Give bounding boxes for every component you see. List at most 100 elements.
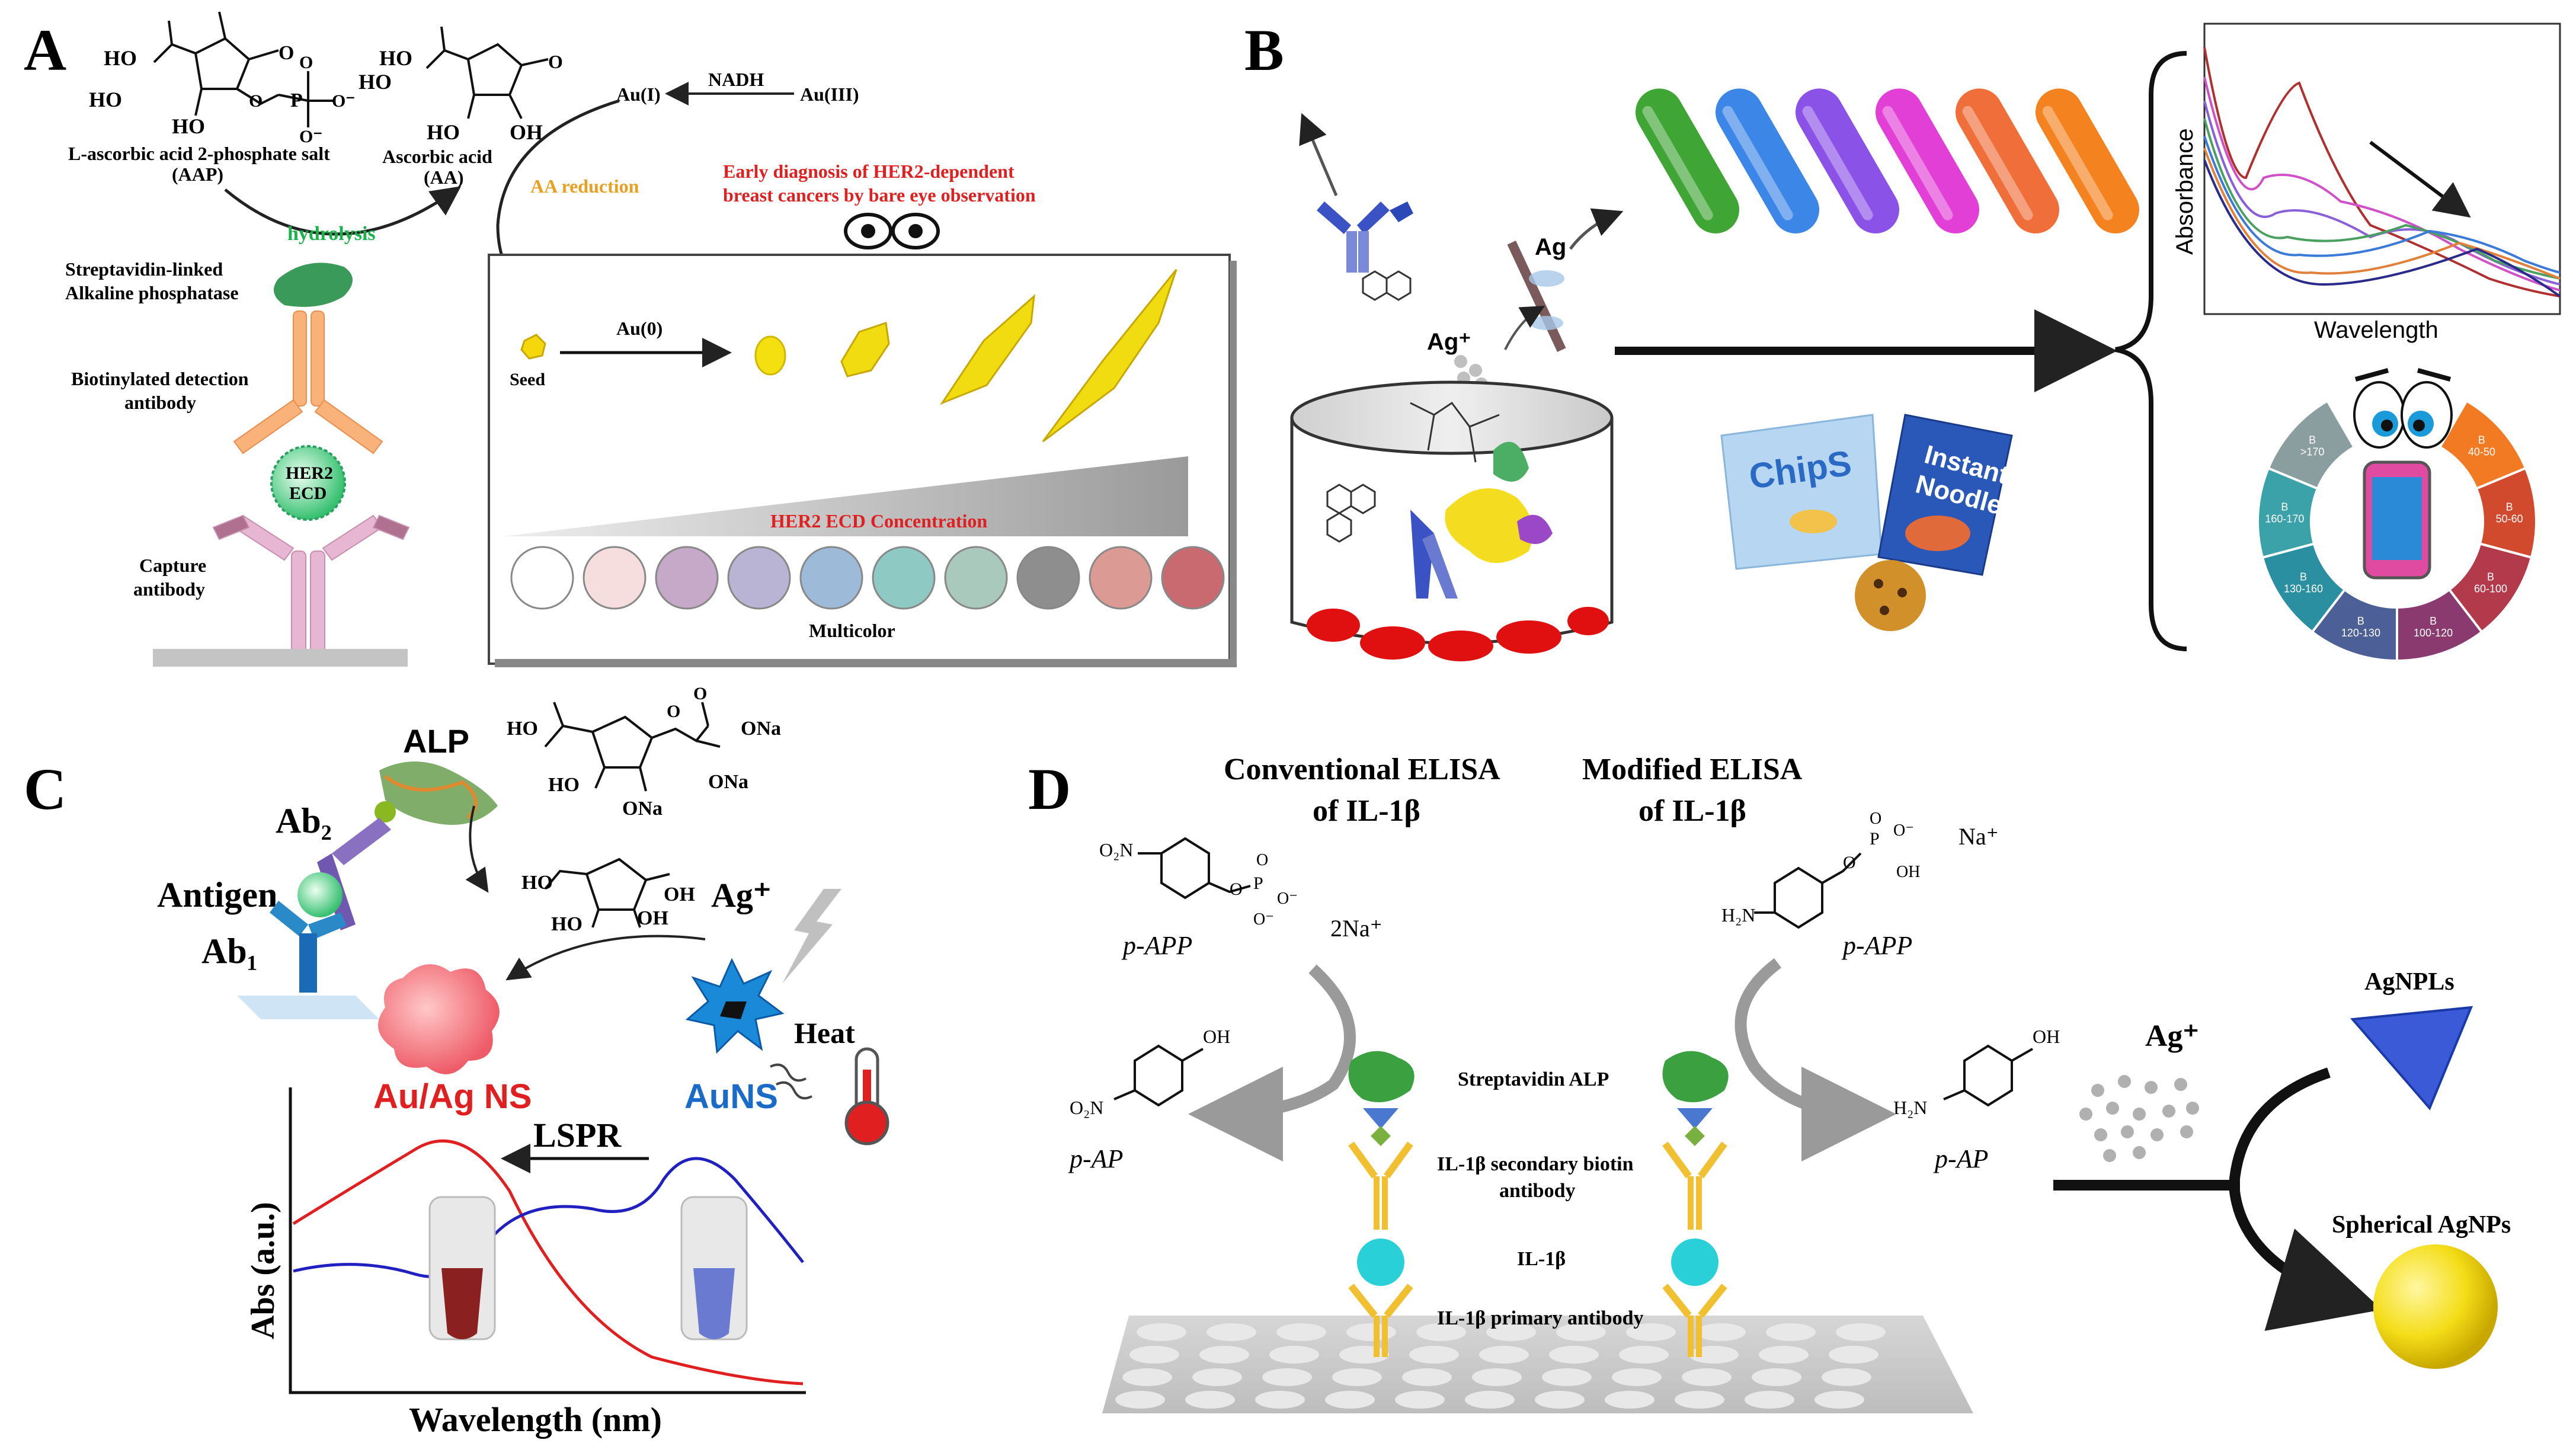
well: [1759, 1346, 1809, 1364]
aap-label-1: L-ascorbic acid 2-phosphate salt: [68, 143, 330, 164]
well: [1479, 1346, 1529, 1364]
well: [1207, 1323, 1256, 1341]
svg-text:HO: HO: [379, 46, 412, 70]
capture-label-1: Capture: [139, 555, 206, 576]
svg-text:OH: OH: [2033, 1026, 2060, 1047]
agnpls-label: AgNPLs: [2364, 968, 2454, 996]
capture-label-2: antibody: [133, 578, 205, 600]
svg-text:HO: HO: [551, 913, 583, 935]
panel-b: B Ag Ag⁺: [1244, 17, 2561, 663]
aap-ho-1: HO: [104, 46, 137, 70]
curly-brace: [2115, 51, 2187, 651]
svg-text:HO: HO: [359, 70, 392, 94]
svg-text:OH: OH: [1203, 1026, 1230, 1047]
ascorbic-acid-c: [544, 857, 670, 928]
heat-label: Heat: [794, 1016, 855, 1049]
svg-text:O: O: [548, 51, 563, 72]
panel-d: D Conventional ELISA of IL-1β Modified E…: [1028, 753, 2511, 1413]
aa-reduction-label: AA reduction: [530, 175, 639, 197]
red-vial: [428, 1196, 496, 1340]
mod-title-2: of IL-1β: [1638, 794, 1746, 828]
svg-text:O⁻: O⁻: [1277, 889, 1298, 908]
nanorod: [1716, 88, 1819, 233]
early-label-2: breast cancers by bare eye observation: [723, 184, 1036, 206]
ag-ions-d: [2079, 1075, 2199, 1162]
mod-title-1: Modified ELISA: [1582, 753, 1803, 786]
chips-package: ChipS: [1720, 414, 1883, 570]
aap-ho-2: HO: [89, 88, 122, 111]
aap-oh: HO: [172, 114, 205, 138]
well: [1542, 1368, 1592, 1386]
pap-right-label: p-AP: [1933, 1144, 1988, 1173]
well: [1262, 1368, 1312, 1386]
well: [1137, 1323, 1186, 1341]
panel-c-letter: C: [24, 756, 66, 822]
spherical-label: Spherical AgNPs: [2332, 1211, 2511, 1239]
cookie-icon: [1855, 560, 1926, 631]
ona-label-3: ONa: [622, 798, 663, 820]
substrate-plate: [153, 649, 408, 667]
her2-label-1: HER2: [286, 463, 333, 483]
color-swatch: [1161, 546, 1225, 610]
well: [1199, 1346, 1249, 1364]
svg-text:OH: OH: [1896, 863, 1920, 881]
auns-label: AuNS: [684, 1077, 778, 1116]
lspr-label: LSPR: [533, 1116, 622, 1154]
well: [1129, 1346, 1179, 1364]
elisa-plate: [1102, 1316, 1973, 1413]
svg-text:O⁻: O⁻: [299, 127, 322, 146]
drug-molecule-top: [1362, 270, 1412, 301]
wheel-segment: [2267, 399, 2356, 491]
wheel-segment-label: B>170: [2300, 434, 2325, 458]
svg-text:O: O: [1256, 851, 1268, 869]
svg-text:O: O: [667, 702, 680, 721]
ona-label-2: ONa: [708, 771, 748, 793]
ag-ion: [2121, 1125, 2134, 1138]
color-swatch: [799, 546, 863, 610]
ag-ion: [2118, 1075, 2131, 1088]
ag-ion: [2094, 1128, 2107, 1141]
nanorod: [1956, 88, 2059, 233]
blue-spectrum: [293, 1157, 804, 1278]
svg-text:HO: HO: [521, 872, 553, 894]
well: [1339, 1346, 1389, 1364]
ag-ion: [2079, 1108, 2092, 1121]
two-na-label: 2Na⁺: [1330, 915, 1382, 942]
color-swatches: [510, 546, 1225, 610]
particle-2: [840, 322, 890, 377]
reaction-vessel: [1290, 380, 1614, 661]
lspr-chart: LSPR Abs (a.u.) Wavelength (nm): [245, 1087, 806, 1439]
ag-plus-c: Ag⁺: [711, 876, 772, 914]
panel-a-letter: A: [24, 17, 66, 83]
alp-label: ALP: [403, 722, 469, 760]
svg-text:O₂N: O₂N: [1099, 839, 1133, 860]
secondary-label-2: antibody: [1499, 1180, 1576, 1202]
early-label-1: Early diagnosis of HER2-dependent: [723, 161, 1015, 182]
au1-label: Au(I): [616, 84, 661, 105]
svg-text:O₂N: O₂N: [1070, 1097, 1103, 1118]
pap-left-structure: [1113, 1044, 1204, 1107]
ag-plus-b: Ag⁺: [1427, 329, 1471, 355]
au0-label: Au(0): [616, 318, 663, 339]
biotin-label-1: Biotinylated detection: [71, 368, 249, 389]
well: [1814, 1391, 1864, 1409]
her2-ecd-ball: [270, 445, 346, 521]
il1b-label: IL-1β: [1517, 1248, 1566, 1270]
well: [1416, 1323, 1466, 1341]
strep-label-2: Alkaline phosphatase: [65, 282, 239, 303]
noodles-package: Instant Noodles: [1877, 414, 2020, 576]
au3-label: Au(III): [800, 84, 859, 105]
well: [1402, 1368, 1452, 1386]
svg-text:O⁻: O⁻: [1253, 910, 1274, 929]
conv-title-2: of IL-1β: [1313, 794, 1420, 828]
ag-ion: [2103, 1149, 2116, 1162]
aap-o-labels: O: [279, 42, 294, 64]
auag-label: Au/Ag NS: [373, 1077, 532, 1116]
thermometer-icon: [844, 1047, 889, 1145]
svg-text:HO: HO: [507, 718, 538, 740]
absorbance-ylabel: Absorbance: [2172, 129, 2198, 255]
seed-label: Seed: [510, 370, 545, 389]
